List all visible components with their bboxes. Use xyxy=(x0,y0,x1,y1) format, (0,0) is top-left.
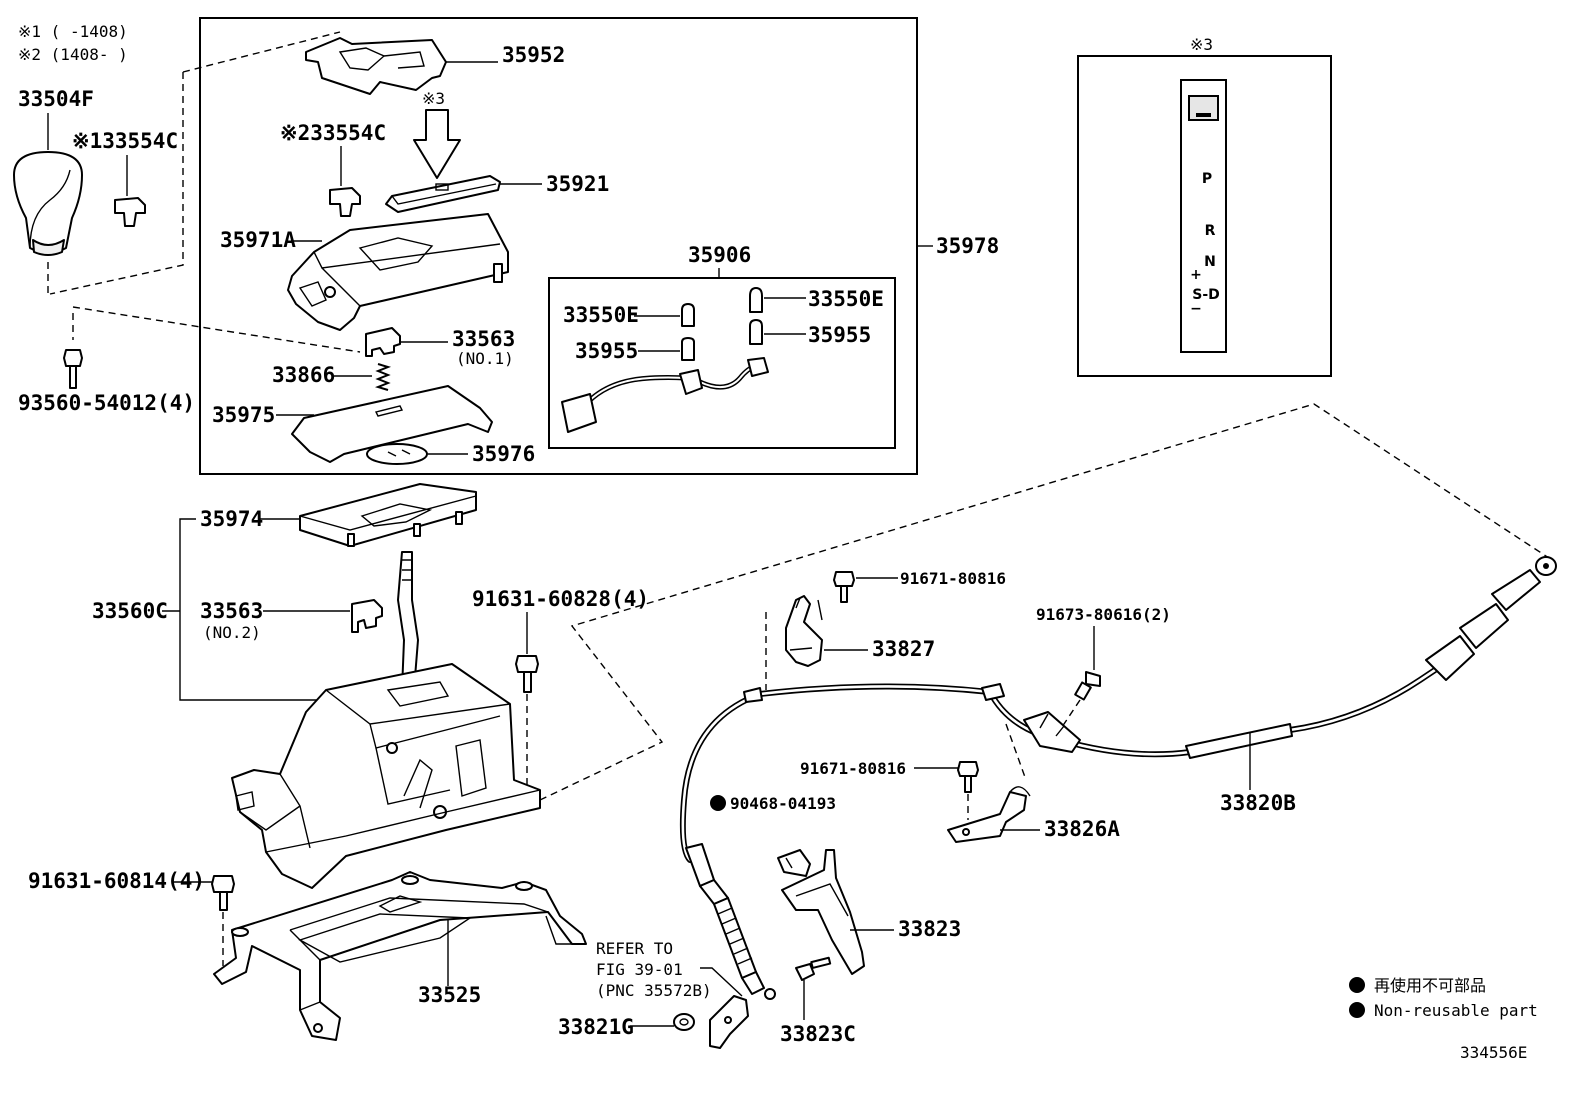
shift-lever-rod-part xyxy=(397,551,419,691)
legend-jp-marker-icon xyxy=(1349,977,1365,993)
label-33560c: 33560C xyxy=(92,599,168,623)
subframe-35906 xyxy=(548,277,896,449)
label-33827: 33827 xyxy=(872,637,935,661)
label-33826a: 33826A xyxy=(1044,817,1120,841)
shift-knob-part xyxy=(13,151,83,256)
label-33821g: 33821G xyxy=(558,1015,634,1039)
clip-33827-part xyxy=(785,595,823,667)
label-35974: 35974 xyxy=(200,507,263,531)
note-1: ※1 ( -1408) xyxy=(18,22,128,41)
label-33563-no2-sub: (NO.2) xyxy=(203,623,261,642)
gear-p: P xyxy=(1202,171,1212,187)
label-33554c-1: ※133554C xyxy=(72,129,178,153)
refer-line-1: REFER TO xyxy=(596,939,673,958)
label-33823c: 33823C xyxy=(780,1022,856,1046)
plate-35974-part xyxy=(299,483,477,547)
spring-33866-part xyxy=(374,363,392,391)
gear-r: R xyxy=(1205,223,1216,239)
legend-jp: 再使用不可部品 xyxy=(1374,976,1486,995)
cover-35921-part xyxy=(385,175,501,213)
housing-35971a-part xyxy=(287,213,509,331)
legend-en: Non-reusable part xyxy=(1374,1001,1538,1020)
label-35975: 35975 xyxy=(212,403,275,427)
bracket-33826a-part xyxy=(947,786,1031,843)
socket-35955-left-part xyxy=(681,337,695,361)
shift-lever-base-part xyxy=(231,663,541,889)
label-35921: 35921 xyxy=(546,172,609,196)
label-33550e-left: 33550E xyxy=(563,303,639,327)
label-33563-no2: 33563 xyxy=(200,599,263,623)
bulb-33550e-right-part xyxy=(749,287,763,313)
bolt-93560-part xyxy=(63,349,83,389)
down-arrow-icon xyxy=(413,109,461,179)
bolt-91631-60828-part xyxy=(515,655,539,693)
label-35952: 35952 xyxy=(502,43,565,67)
base-frame-33525-part xyxy=(213,871,587,1041)
label-91671-top: 91671-80816 xyxy=(900,569,1006,588)
plate-35975-part xyxy=(291,385,493,463)
label-91631-60828: 91631-60828(4) xyxy=(472,587,649,611)
label-33550e-right: 33550E xyxy=(808,287,884,311)
label-91673: 91673-80616(2) xyxy=(1036,605,1171,624)
bolt-91671-top-part xyxy=(833,571,855,603)
pad-35976-part xyxy=(366,443,428,465)
note-2: ※2 (1408- ) xyxy=(18,45,128,64)
bolt-91631-60814-part xyxy=(211,875,235,911)
label-33554c-2: ※233554C xyxy=(280,121,386,145)
label-90468: 90468-04193 xyxy=(730,794,836,813)
label-33504f: 33504F xyxy=(18,87,94,111)
note-3: ※3 xyxy=(1190,35,1213,54)
wire-harness-part xyxy=(561,357,769,433)
bracket-33823-part xyxy=(781,849,865,975)
clamp-90468-part xyxy=(777,849,811,877)
label-33525: 33525 xyxy=(418,983,481,1007)
bolt-33823c-part xyxy=(795,956,832,981)
refer-line-2: FIG 39-01 xyxy=(596,960,683,979)
bolt-91673-part xyxy=(1074,671,1101,701)
plate-35952-part xyxy=(305,37,447,95)
grommet-33821g-part xyxy=(673,1013,695,1031)
assembly-frame-35978 xyxy=(199,17,918,475)
label-35978: 35978 xyxy=(936,234,999,258)
legend-en-marker-icon xyxy=(1349,1002,1365,1018)
label-35976: 35976 xyxy=(472,442,535,466)
shift-indicator-panel: P R N + S-D − xyxy=(1180,79,1227,353)
gear-plus: + xyxy=(1190,267,1202,283)
bracket-refer-part xyxy=(709,995,749,1049)
label-91631-60814: 91631-60814(4) xyxy=(28,869,205,893)
label-33563-no1: 33563 xyxy=(452,327,515,351)
label-33823: 33823 xyxy=(898,917,961,941)
label-91671-mid: 91671-80816 xyxy=(800,759,906,778)
non-reusable-marker-icon xyxy=(710,795,726,811)
label-33866: 33866 xyxy=(272,363,335,387)
label-35955-left: 35955 xyxy=(575,339,638,363)
gear-n: N xyxy=(1204,254,1216,270)
label-93560: 93560-54012(4) xyxy=(18,391,195,415)
cable-33820b-part xyxy=(679,556,1557,1000)
bulb-33550e-left-part xyxy=(681,303,695,327)
refer-line-3: (PNC 35572B) xyxy=(596,981,712,1000)
label-35906: 35906 xyxy=(688,243,751,267)
arrow-ref-note: ※3 xyxy=(422,89,445,108)
bolt-91671-mid-part xyxy=(957,761,979,793)
shift-pattern-frame xyxy=(1077,55,1332,377)
clip-33554c-2-part xyxy=(329,187,361,217)
label-35955-right: 35955 xyxy=(808,323,871,347)
gear-minus: − xyxy=(1190,301,1202,317)
label-33820b: 33820B xyxy=(1220,791,1296,815)
clip-33563-no2-part xyxy=(351,599,383,633)
figure-id: 334556E xyxy=(1460,1043,1527,1062)
socket-35955-right-part xyxy=(749,319,763,345)
gear-sd: S-D xyxy=(1192,287,1220,303)
label-35971a: 35971A xyxy=(220,228,296,252)
label-33563-no1-sub: (NO.1) xyxy=(456,349,514,368)
clip-33563-no1-part xyxy=(365,327,401,357)
clip-33554c-1-part xyxy=(114,197,146,227)
